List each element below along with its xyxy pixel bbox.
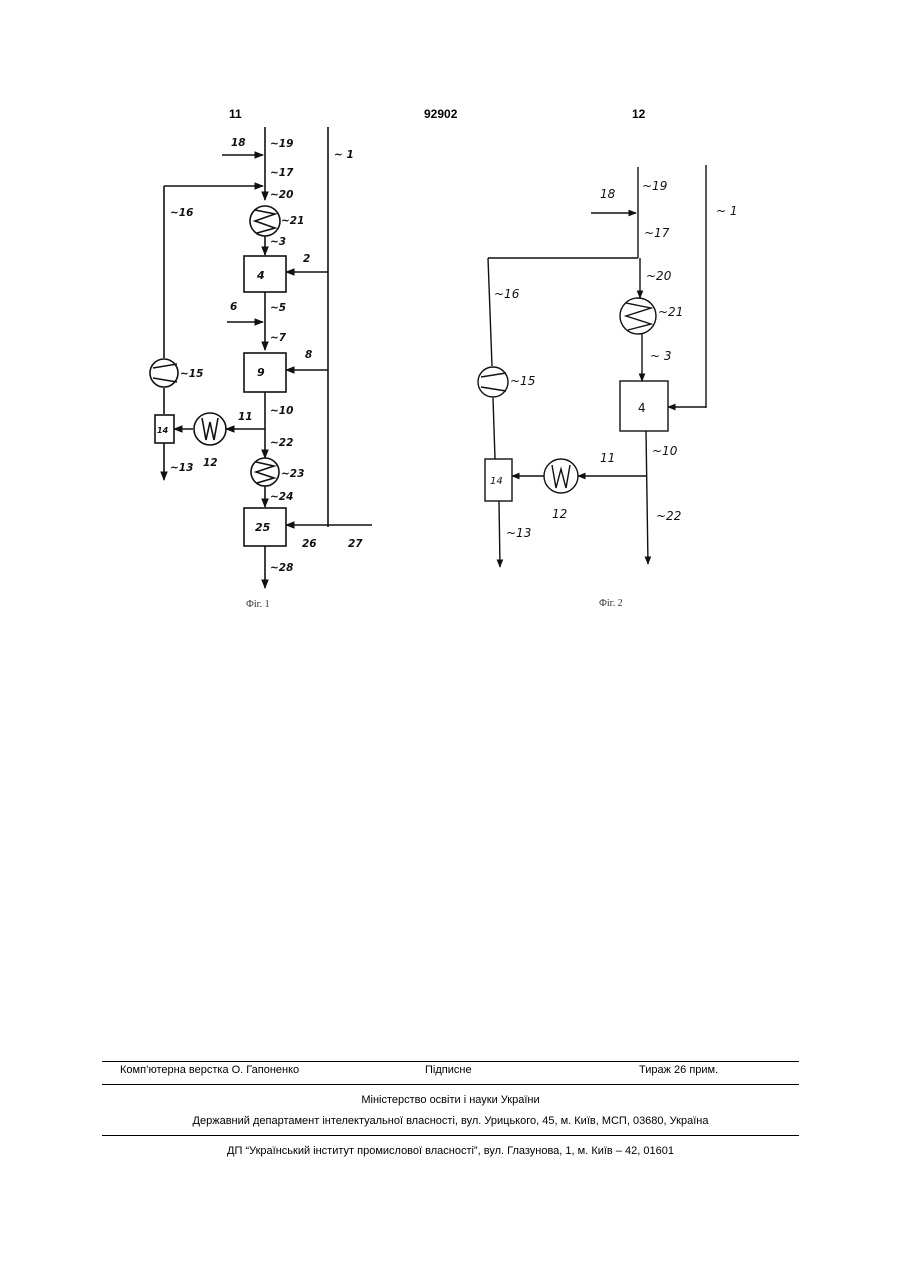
fig1-label-24: ~24 — [270, 491, 293, 503]
footer-institute: ДП “Український інститут промислової вла… — [0, 1145, 901, 1157]
fig1-heater-23-coil — [256, 462, 274, 483]
fig1-label-1: ~ 1 — [334, 149, 354, 161]
fig1-label-12: 12 — [203, 457, 218, 469]
fig2-line-13 — [499, 501, 500, 567]
fig2-label-11: 11 — [600, 451, 615, 465]
footer-rule-1 — [102, 1061, 799, 1062]
fig2-label-3: ~ 3 — [650, 349, 672, 363]
fig1-label-28: ~28 — [270, 562, 293, 574]
fig1-cooler-12 — [194, 413, 226, 445]
fig2-line-16 — [488, 258, 492, 366]
fig1-label-16: ~16 — [170, 207, 193, 219]
fig1-label-22: ~22 — [270, 437, 293, 449]
fig2-label-17: ~17 — [644, 226, 670, 240]
fig2-label-15: ~15 — [510, 374, 535, 388]
fig1-block-25-label: 25 — [255, 521, 271, 534]
fig2-label-18: 18 — [600, 187, 616, 201]
fig2-block-4-label: 4 — [638, 401, 646, 415]
figure-1-labels: ~ 1 2 ~3 ~5 6 ~7 8 ~10 11 12 ~13 ~15 ~16… — [157, 137, 363, 610]
fig1-label-17: ~17 — [270, 167, 294, 179]
fig1-compressor-15-lines — [153, 364, 177, 382]
fig2-label-19: ~19 — [642, 179, 667, 193]
footer-layout: Комп’ютерна верстка О. Гапоненко — [120, 1064, 299, 1076]
fig2-label-12: 12 — [552, 507, 567, 521]
footer-rule-3 — [102, 1135, 799, 1136]
fig2-label-20: ~20 — [646, 269, 672, 283]
fig2-cooler-12 — [544, 459, 578, 493]
figure-2-labels: ~ 1 ~ 3 ~10 11 12 ~13 ~15 ~16 ~17 18 ~19… — [490, 179, 738, 609]
fig1-label-23: ~23 — [281, 468, 304, 480]
fig1-label-26: 26 — [302, 538, 317, 550]
footer-ministry: Міністерство освіти і науки України — [0, 1094, 901, 1106]
fig1-label-18: 18 — [231, 137, 246, 149]
fig1-label-8: 8 — [305, 349, 312, 361]
footer-circulation: Тираж 26 прим. — [639, 1064, 718, 1076]
fig1-caption: Фіг. 1 — [246, 599, 270, 610]
fig1-label-19: ~19 — [270, 138, 293, 150]
fig1-label-10: ~10 — [270, 405, 293, 417]
fig1-block-4-label: 4 — [256, 269, 265, 282]
fig2-compressor-15 — [478, 367, 508, 397]
fig1-block-14-label: 14 — [157, 426, 169, 435]
fig1-label-21: ~21 — [281, 215, 304, 227]
fig1-label-6: 6 — [230, 301, 237, 313]
fig2-label-22: ~22 — [656, 509, 681, 523]
fig1-label-3: ~3 — [270, 236, 286, 248]
fig1-label-15: ~15 — [180, 368, 203, 380]
fig2-heater-21-coil — [626, 303, 651, 330]
fig2-label-13: ~13 — [506, 526, 531, 540]
footer-department: Державний департамент інтелектуальної вл… — [0, 1115, 901, 1127]
footer-rule-2 — [102, 1084, 799, 1085]
fig2-line-10-22 — [646, 431, 648, 564]
fig2-label-16: ~16 — [494, 287, 520, 301]
fig2-label-1: ~ 1 — [716, 204, 738, 218]
fig1-block-9-label: 9 — [257, 366, 265, 379]
fig1-label-27: 27 — [348, 538, 363, 550]
fig1-label-11: 11 — [238, 411, 253, 423]
fig1-label-13: ~13 — [170, 462, 193, 474]
fig1-label-2: 2 — [303, 253, 310, 265]
fig2-label-10: ~10 — [652, 444, 678, 458]
fig1-cooler-12-coil — [202, 418, 218, 440]
fig1-label-5: ~5 — [270, 302, 286, 314]
fig2-label-21: ~21 — [658, 305, 683, 319]
fig1-label-7: ~7 — [270, 332, 287, 344]
fig1-label-20: ~20 — [270, 189, 293, 201]
fig1-block-4 — [244, 256, 286, 292]
fig1-block-9 — [244, 353, 286, 392]
fig2-line-14-15 — [493, 398, 495, 459]
figure-2 — [478, 165, 706, 567]
fig1-heater-21-coil — [255, 210, 275, 233]
fig2-compressor-15-lines — [481, 373, 506, 391]
fig1-compressor-15 — [150, 359, 178, 387]
figures-drawing: ~ 1 2 ~3 ~5 6 ~7 8 ~10 11 12 ~13 ~15 ~16… — [0, 0, 901, 640]
fig2-caption: Фіг. 2 — [599, 598, 623, 609]
fig2-cooler-12-coil — [552, 465, 570, 488]
fig2-block-14-label: 14 — [490, 476, 503, 487]
footer-signed: Підписне — [425, 1064, 472, 1076]
figure-1 — [150, 127, 372, 588]
